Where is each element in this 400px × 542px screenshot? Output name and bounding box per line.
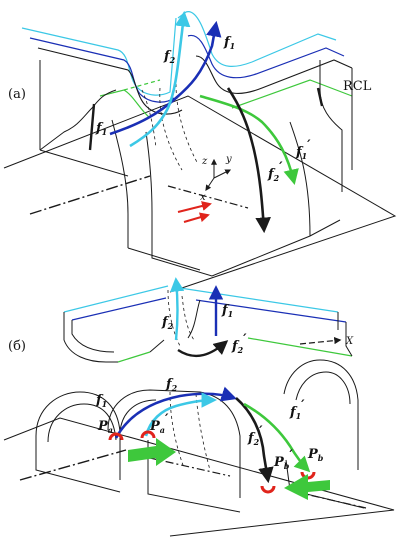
label-pb-prime: Pb′ (273, 448, 293, 471)
axis-z-label: z (201, 156, 208, 167)
flux-f2p-b (235, 397, 274, 484)
label-f1-a-top: f1 (223, 35, 235, 51)
cylinder-a-hidden (141, 83, 199, 171)
label-f2-b-top: f2 (161, 315, 174, 331)
panel-b-tag: (б) (8, 339, 26, 354)
panel-a: z y x (a) RCL f2 f1 f1 f1′ f2′ (3, 10, 397, 293)
flux-f1p-a (199, 94, 299, 186)
flux-f1p-b (243, 402, 311, 473)
layer-blue-a (29, 34, 345, 103)
wall-right-a (319, 60, 353, 192)
wall-left-a (39, 60, 129, 177)
label-pa-prime: Pa′ (149, 412, 169, 435)
layer-cyan-b (63, 285, 339, 313)
rcl-label: RCL (343, 79, 372, 94)
panel-a-tag: (a) (8, 87, 26, 102)
label-pb: Pb (307, 447, 324, 463)
pinning-point-icon (140, 430, 156, 439)
axis-x-label: x (200, 192, 206, 203)
layer-black-a (37, 47, 353, 115)
axis-y-label: y (225, 154, 232, 165)
layer-green-b (117, 337, 353, 363)
flux-f2-a (129, 10, 191, 148)
flux-f1-a (109, 20, 222, 136)
label-f1p-b: f1′ (289, 398, 305, 421)
label-f2-b: f2 (165, 377, 178, 393)
label-pa: Pa (97, 419, 113, 435)
label-f2p-b: f2′ (247, 424, 263, 447)
wall-thick-a (88, 103, 96, 151)
layer-green-a-dash (123, 79, 161, 91)
layer-blue-b (71, 297, 347, 323)
coordinate-triad: z y x (200, 154, 232, 203)
label-f1-b-top: f1 (221, 303, 233, 319)
flux-f2-b (144, 392, 218, 437)
x-axis-label: X (345, 336, 354, 347)
wall-thick-a2 (316, 87, 324, 107)
pinning-point-icon (260, 485, 276, 494)
flux-f2p-b-top (177, 340, 229, 358)
label-f2-a: f2 (163, 49, 176, 65)
x-axis-dashed (299, 336, 342, 345)
flux-f2-b-top (169, 277, 185, 341)
pinning-point-icon (108, 432, 124, 441)
flux-f1-b (114, 386, 237, 439)
layer-outline-b-top (63, 299, 353, 363)
layer-outline-b-mid (149, 339, 165, 353)
hump-left (35, 391, 121, 493)
axis-dashdot-a (167, 185, 249, 209)
current-arrow-2 (183, 212, 210, 223)
panel-b: X (б) f2 f1 f2′ f1 f2 f2′ f1′ Pa (3, 277, 395, 537)
label-f1-a-left: f1 (95, 121, 107, 137)
label-f1p-a: f1′ (295, 138, 311, 161)
force-arrow-right (128, 438, 176, 466)
current-arrow-1 (177, 201, 212, 213)
cylinder-a (111, 119, 341, 277)
base-dashdot-a (29, 175, 151, 215)
layer-outline-b-hidden (167, 289, 195, 347)
base-plane-b (3, 417, 395, 537)
label-f1-b: f1 (95, 393, 107, 409)
label-f2p-a: f2′ (267, 160, 283, 183)
force-arrow-left (284, 474, 330, 500)
label-f2p-b-top: f2′ (231, 332, 247, 355)
flux-f2p-a (226, 87, 271, 234)
base-dashdot-b (19, 449, 127, 481)
base-plane-a (3, 95, 397, 293)
axis-dashdot-b (149, 457, 231, 477)
